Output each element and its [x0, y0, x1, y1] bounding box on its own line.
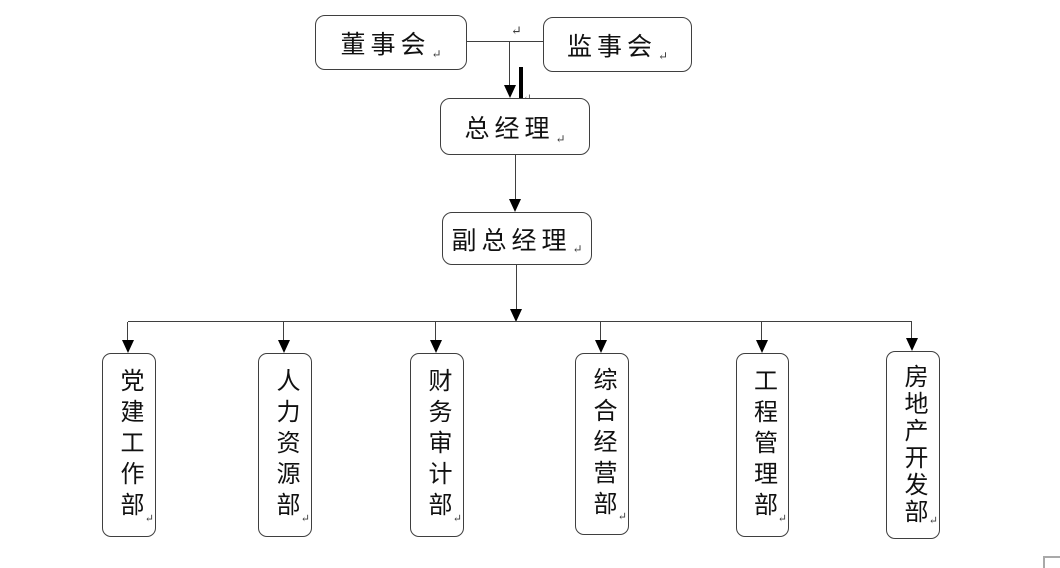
dept-label: 房地产开发部 — [900, 364, 926, 526]
paragraph-mark: ↵ — [431, 47, 442, 61]
paragraph-mark: ↵ — [300, 513, 310, 525]
paragraph-mark: ↵ — [928, 515, 938, 527]
dept-label: 工程管理部 — [749, 367, 776, 523]
connector-tee-to-gm — [509, 42, 510, 87]
arrowhead-dept-3-icon — [430, 340, 442, 353]
arrowhead-dept-2-icon — [278, 340, 290, 353]
drop-dept-4 — [600, 322, 601, 340]
node-general-manager: 总经理↵ — [440, 98, 590, 155]
node-deputy-general-manager-label: 副总经理 — [451, 227, 572, 255]
node-dept-engineering-management: 工程管理部↵ — [736, 353, 789, 537]
node-dept-party-building: 党建工作部↵ — [102, 353, 156, 537]
dept-label: 财务审计部 — [424, 367, 450, 523]
node-board: 董事会↵ — [315, 15, 467, 70]
arrowhead-to-deputy-icon — [509, 199, 521, 212]
page-corner-mark — [1043, 556, 1045, 568]
node-dept-human-resources: 人力资源部↵ — [258, 353, 312, 537]
arrowhead-to-gm-icon — [504, 85, 516, 98]
dept-label: 党建工作部 — [116, 367, 142, 523]
dept-label: 人力资源部 — [272, 367, 298, 523]
connector-board-supervisory — [465, 41, 543, 42]
drop-dept-1 — [127, 322, 128, 340]
paragraph-mark: ↵ — [617, 511, 627, 523]
connector-gm-deputy — [515, 153, 516, 201]
connector-deputy-bus — [516, 264, 517, 310]
node-general-manager-label: 总经理 — [464, 115, 555, 143]
node-board-label: 董事会 — [340, 31, 431, 59]
node-dept-finance-audit: 财务审计部↵ — [410, 353, 464, 537]
node-deputy-general-manager: 副总经理↵ — [442, 212, 592, 265]
drop-dept-5 — [761, 322, 762, 340]
arrowhead-dept-6-icon — [906, 338, 918, 351]
page-corner-mark — [1043, 556, 1060, 558]
distribution-line — [128, 321, 912, 322]
bold-vertical-bar — [519, 67, 523, 118]
arrowhead-dept-4-icon — [595, 340, 607, 353]
arrowhead-to-bus-icon — [510, 309, 522, 322]
paragraph-mark: ↵ — [572, 242, 583, 256]
drop-dept-2 — [283, 322, 284, 340]
node-supervisory: 监事会↵ — [543, 17, 692, 72]
node-dept-real-estate-development: 房地产开发部↵ — [886, 351, 940, 539]
paragraph-mark-floating: ↵ — [511, 23, 522, 38]
arrowhead-dept-1-icon — [122, 340, 134, 353]
arrowhead-dept-5-icon — [756, 340, 768, 353]
node-dept-comprehensive-operations: 综合经营部↵ — [575, 353, 629, 535]
drop-dept-3 — [435, 322, 436, 340]
drop-dept-6 — [911, 322, 912, 338]
paragraph-mark: ↵ — [657, 49, 669, 63]
dept-label: 综合经营部 — [589, 366, 615, 522]
paragraph-mark: ↵ — [144, 513, 154, 525]
paragraph-mark: ↵ — [777, 513, 787, 525]
node-supervisory-label: 监事会 — [566, 33, 657, 61]
paragraph-mark: ↵ — [555, 132, 566, 146]
paragraph-mark: ↵ — [452, 513, 462, 525]
